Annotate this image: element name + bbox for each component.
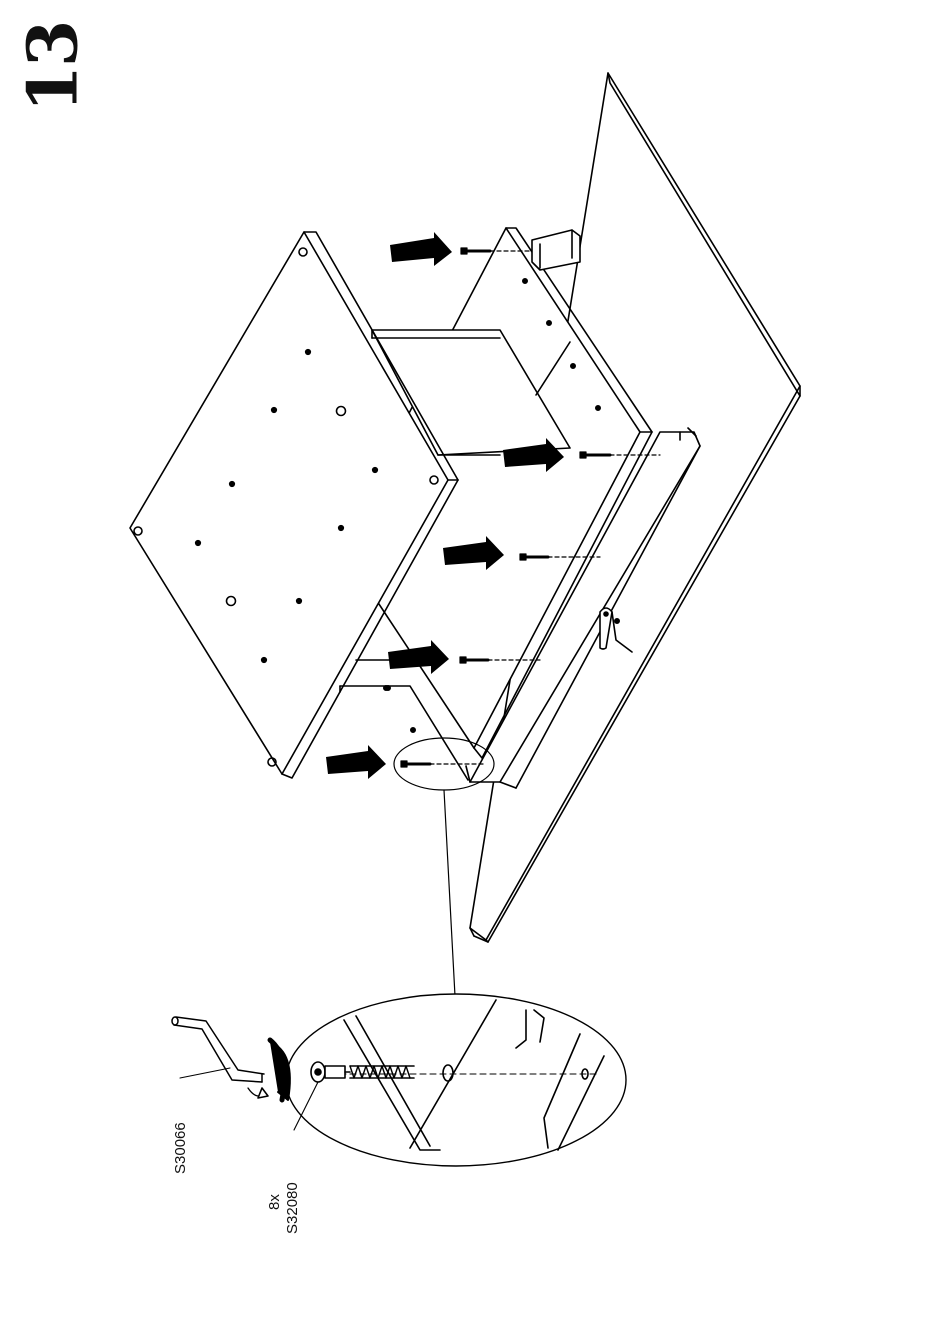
screw: [401, 761, 484, 767]
allen-key-tool: [172, 1017, 264, 1082]
callout-line: [444, 790, 455, 996]
screw-quantity: 8x: [266, 1194, 283, 1210]
tool-part-code: S30066: [172, 1122, 189, 1174]
arrow-right-icon: [390, 232, 452, 266]
rotate-clockwise-icon: [248, 1040, 290, 1100]
step-number: 13: [18, 22, 88, 112]
detail-view: [286, 994, 626, 1166]
arrow-right-icon: [326, 745, 386, 779]
screw-part-code: S32080: [284, 1182, 301, 1234]
corner-block: [532, 230, 580, 270]
top-panel: [130, 232, 458, 778]
leader-tool: [180, 1068, 230, 1078]
